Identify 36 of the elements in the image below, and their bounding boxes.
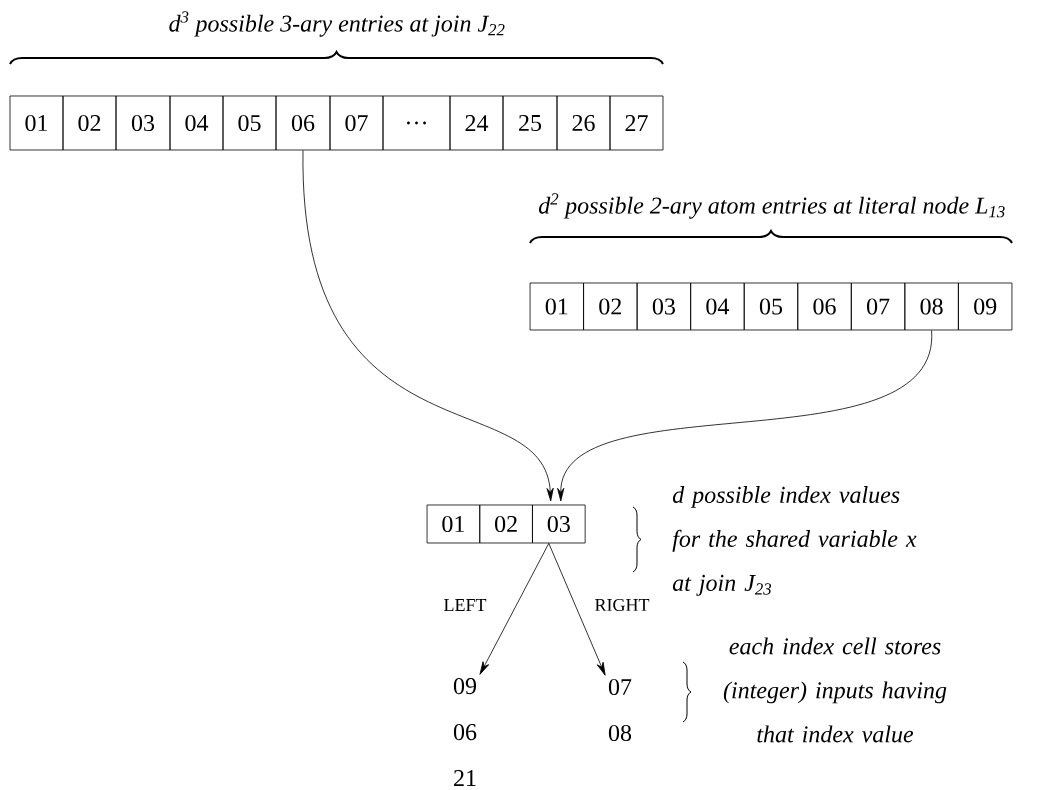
- array-cell: 07: [329, 95, 384, 151]
- array-cell: 02: [62, 95, 117, 151]
- annotation: each index cell stores (integer) inputs having that index value: [723, 637, 947, 743]
- array-cell: 05: [743, 282, 799, 331]
- array-cell: 01: [426, 504, 481, 544]
- array-cell: 02: [479, 504, 533, 544]
- array-cell: 06: [797, 282, 852, 331]
- array-cell: 04: [690, 282, 745, 331]
- array-cell: 26: [556, 95, 611, 151]
- array-cell: 03: [636, 282, 692, 331]
- array-cell: 01: [9, 95, 64, 151]
- value-list: 07 08: [608, 678, 632, 742]
- annotation: d$^{3}$ possible 3-ary entries at join J$_{22}$: [169, 11, 505, 37]
- array-cell: 01: [529, 282, 584, 331]
- array-cell: 06: [275, 95, 331, 151]
- array-cell: 09: [958, 282, 1013, 331]
- array-cell: 03: [532, 504, 586, 544]
- array-cell: 25: [502, 95, 558, 151]
- value-list: 09 06 21: [453, 678, 477, 786]
- edge-label: LEFT: [442, 598, 488, 612]
- array-cell: 03: [115, 95, 171, 151]
- array-cell: 04: [169, 95, 224, 151]
- array-cell: 05: [222, 95, 277, 151]
- array-cell: 07: [850, 282, 906, 331]
- arrow: [548, 543, 606, 676]
- array-cell: 24: [449, 95, 504, 151]
- array-cell: 02: [583, 282, 638, 331]
- annotation: d possible index values for the shared variable x at join J$_{23}$: [672, 486, 917, 596]
- arrow: [557, 330, 932, 502]
- edge-label: RIGHT: [593, 597, 651, 613]
- arrow: [479, 543, 550, 675]
- array-cell: 08: [904, 282, 959, 331]
- arrow: [302, 150, 554, 502]
- array-cell: 27: [609, 95, 664, 151]
- array-cell: …: [382, 95, 451, 151]
- annotation: d$^{2}$ possible 2-ary atom entries at literal node L$_{13}$: [538, 193, 1005, 219]
